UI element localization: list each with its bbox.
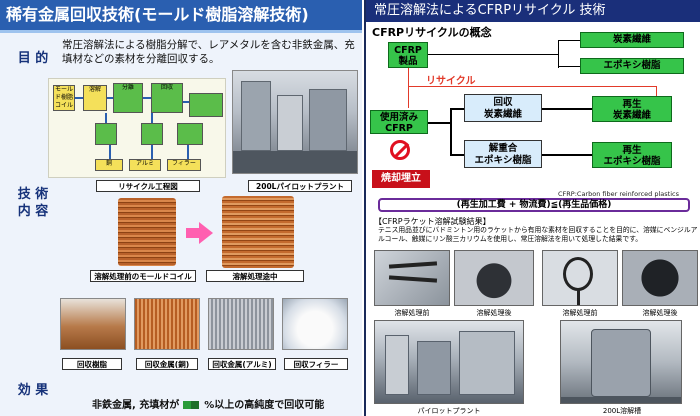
caption-after-1: 溶解処理後 <box>476 309 512 317</box>
cfrp-product-box: CFRP 製品 <box>388 42 428 68</box>
diagram-box-coil: モールド樹脂コイル <box>53 85 75 111</box>
pilot-plant-photo <box>232 70 358 174</box>
diagram-out-filler: フィラー <box>167 159 201 171</box>
flow-arrow <box>450 108 464 110</box>
diagram-arrow <box>107 97 113 99</box>
caption-pilot-plant-cfrp: パイロットプラント <box>417 407 481 415</box>
prohibited-icon <box>390 140 410 160</box>
mold-coil-during <box>222 196 294 268</box>
diagram-arrow <box>109 145 111 159</box>
caption-before-1: 溶解処理前 <box>394 309 430 317</box>
epoxy-resin-box: エポキシ樹脂 <box>580 58 684 74</box>
racket-after-photo-1 <box>454 250 534 306</box>
caption-recycle-process: リサイクル工程図 <box>96 180 200 192</box>
green-square-icon <box>190 401 199 409</box>
diagram-out-copper: 銅 <box>95 159 123 171</box>
caption-before-coil: 溶解処理前のモールドコイル <box>90 270 196 282</box>
recovered-filler-photo <box>282 298 348 350</box>
label-purpose: 目 的 <box>17 51 49 66</box>
racket-before-photo-2 <box>542 250 618 306</box>
caption-after-2: 溶解処理後 <box>642 309 678 317</box>
diagram-box-water <box>189 93 223 117</box>
recovered-aluminum-photo <box>208 298 274 350</box>
caption-pilot-plant: 200Lパイロットプラント <box>248 180 352 192</box>
connector-line <box>558 40 559 68</box>
caption-200l-tank: 200L溶解槽 <box>602 407 642 415</box>
diagram-out-aluminum: アルミ <box>129 159 161 171</box>
recycle-label: リサイクル <box>426 76 476 87</box>
diagram-arrow <box>75 97 83 99</box>
green-square-icon <box>182 401 191 409</box>
recycle-arrow <box>408 86 656 87</box>
used-cfrp-box: 使用済み CFRP <box>370 110 428 134</box>
caption-recovered-filler: 回収フィラー <box>284 358 348 370</box>
recycle-process-diagram: モールド樹脂コイル 溶解 分離 回収 銅 アルミ フィラー <box>48 78 226 178</box>
pilot-plant-photo-cfrp <box>374 320 524 404</box>
right-panel-title: 常圧溶解法によるCFRPリサイクル 技術 <box>366 0 700 22</box>
caption-recovered-aluminum: 回収金属(アルミ) <box>208 358 276 370</box>
mold-coil-before <box>118 198 176 266</box>
title-underline <box>0 30 362 33</box>
purpose-text: 常圧溶解法による樹脂分解で、レアメタルを含む非鉄金属、充填材などの素材を分離回収… <box>62 39 355 65</box>
carbon-fiber-box: 炭素繊維 <box>580 32 684 48</box>
flow-arrow <box>450 108 452 156</box>
right-panel: 常圧溶解法によるCFRPリサイクル 技術 CFRPリサイクルの概念 CFRP 製… <box>364 0 700 416</box>
recovered-carbon-fiber-box: 回収 炭素繊維 <box>464 94 542 122</box>
recovered-resin-photo <box>60 298 126 350</box>
flow-arrow <box>450 154 464 156</box>
diagram-arrow <box>187 145 189 159</box>
regenerated-epoxy-box: 再生 エポキシ樹脂 <box>592 142 672 168</box>
connector-line <box>428 54 558 55</box>
concept-title: CFRPリサイクルの概念 <box>372 26 492 39</box>
diagram-arrow <box>183 101 189 103</box>
diagram-box-2: 溶解 <box>83 85 107 111</box>
racket-after-photo-2 <box>622 250 698 306</box>
caption-before-2: 溶解処理前 <box>562 309 598 317</box>
test-description: テニス用品並びにバドミントン用のラケットから有用な素材を回収することを目的に、溶… <box>378 226 698 243</box>
caption-recovered-resin: 回収樹脂 <box>62 358 122 370</box>
regenerated-carbon-fiber-box: 再生 炭素繊維 <box>592 96 672 122</box>
incineration-landfill-label: 焼却埋立 <box>372 170 430 188</box>
recycle-arrow <box>408 68 409 108</box>
cost-formula: (再生加工費 + 物流費)≦(再生品価格) <box>378 198 690 212</box>
diagram-box-dissolve: 分離 <box>113 83 143 113</box>
flow-arrow <box>542 154 592 156</box>
depolymerized-epoxy-box: 解重合 エポキシ樹脂 <box>464 140 542 168</box>
label-technology: 技 術内 容 <box>17 187 49 219</box>
recovered-copper-photo <box>134 298 200 350</box>
dissolution-tank-photo <box>560 320 682 404</box>
connector-line <box>558 40 580 41</box>
cfrp-footnote: CFRP:Carbon fiber reinforced plastics <box>558 190 679 198</box>
left-panel: 稀有金属回収技術(モールド樹脂溶解技術) 目 的 常圧溶解法による樹脂分解で、レ… <box>0 0 362 416</box>
racket-before-photo-1 <box>374 250 450 306</box>
effect-text: 非鉄金属, 充填材が %以上の高純度で回収可能 <box>92 400 325 411</box>
label-effect: 効 果 <box>17 383 49 398</box>
diagram-box-filter <box>95 123 117 145</box>
diagram-box-separate: 回収 <box>151 83 183 113</box>
diagram-arrow <box>143 97 151 99</box>
caption-during: 溶解処理途中 <box>206 270 304 282</box>
flow-arrow <box>428 122 450 124</box>
diagram-box-tank-2 <box>177 123 203 145</box>
test-heading: 【CFRPラケット溶解試験結果】 <box>374 217 491 226</box>
left-panel-title: 稀有金属回収技術(モールド樹脂溶解技術) <box>0 0 362 30</box>
flow-arrow <box>542 108 592 110</box>
diagram-arrow <box>151 113 153 123</box>
diagram-box-tank <box>141 123 163 145</box>
connector-line <box>558 66 580 67</box>
diagram-arrow <box>105 113 107 123</box>
diagram-arrow <box>151 145 153 159</box>
recycle-arrow <box>656 86 657 100</box>
caption-recovered-copper: 回収金属(銅) <box>136 358 198 370</box>
